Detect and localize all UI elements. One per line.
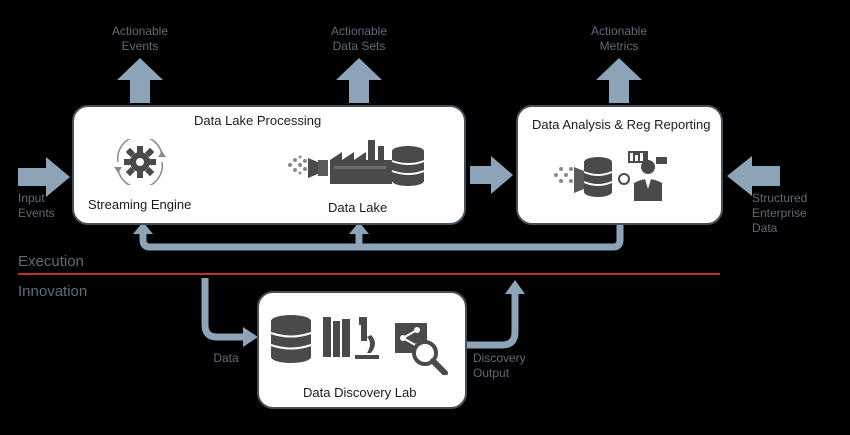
label-line: Input xyxy=(18,191,45,205)
actionable-datasets-label: Actionable Data Sets xyxy=(314,24,404,54)
structured-data-label: Structured Enterprise Data xyxy=(752,191,832,236)
data-discovery-lab-box: Data Discovery Lab xyxy=(257,291,467,409)
actionable-events-arrow xyxy=(117,58,163,103)
data-lake-label: Data Lake xyxy=(328,200,388,215)
actionable-metrics-label: Actionable Metrics xyxy=(574,24,664,54)
innovation-label: Innovation xyxy=(18,283,88,300)
label-line: Data xyxy=(752,221,778,235)
analytics-icon xyxy=(554,151,667,201)
data-to-discovery-arrowhead xyxy=(243,327,258,347)
feedback-arrowhead-mid xyxy=(349,222,369,234)
data-to-discovery-connector xyxy=(201,278,245,341)
discovery-lab-title: Data Discovery Lab xyxy=(303,385,417,400)
magnifier-share-icon xyxy=(395,323,448,375)
actionable-events-label: Actionable Events xyxy=(95,24,185,54)
streaming-engine-label: Streaming Engine xyxy=(88,197,192,212)
label-line: Enterprise xyxy=(752,206,807,220)
discovery-output-arrowhead xyxy=(505,280,525,294)
discovery-output-label: Discovery Output xyxy=(473,351,543,381)
label-line: Events xyxy=(121,39,159,53)
input-events-label: Input Events xyxy=(18,191,78,221)
gear-icon xyxy=(114,139,166,185)
processing-title: Data Lake Processing xyxy=(194,113,322,128)
label-line: Data Sets xyxy=(332,39,386,53)
lake-to-analysis-arrow xyxy=(470,156,513,194)
label-line: Metrics xyxy=(599,39,639,53)
input-events-arrow xyxy=(18,157,70,197)
execution-label: Execution xyxy=(18,253,84,270)
database-icon xyxy=(270,315,312,363)
label-line: Events xyxy=(18,206,55,220)
feedback-arrowhead-left xyxy=(133,222,153,234)
label-line: Actionable xyxy=(111,24,169,38)
data-label: Data xyxy=(213,351,239,365)
label-line: Actionable xyxy=(330,24,388,38)
label-line: Actionable xyxy=(590,24,648,38)
discovery-output-connector xyxy=(467,293,519,349)
books-microscope-icon xyxy=(323,317,379,359)
label-line: Output xyxy=(473,366,510,380)
label-line: Structured xyxy=(752,191,808,205)
execution-innovation-divider xyxy=(18,273,720,275)
data-analysis-box: Data Analysis & Reg Reporting xyxy=(516,105,723,225)
label-line: Discovery xyxy=(473,351,526,365)
factory-icon xyxy=(288,140,424,186)
structured-data-arrow xyxy=(727,156,780,196)
actionable-datasets-arrow xyxy=(336,58,382,103)
actionable-metrics-arrow xyxy=(596,58,642,103)
feedback-loop xyxy=(139,224,624,251)
analysis-title: Data Analysis & Reg Reporting xyxy=(532,117,711,132)
data-lake-processing-box: Data Lake Processing Streaming Engine xyxy=(72,105,466,225)
